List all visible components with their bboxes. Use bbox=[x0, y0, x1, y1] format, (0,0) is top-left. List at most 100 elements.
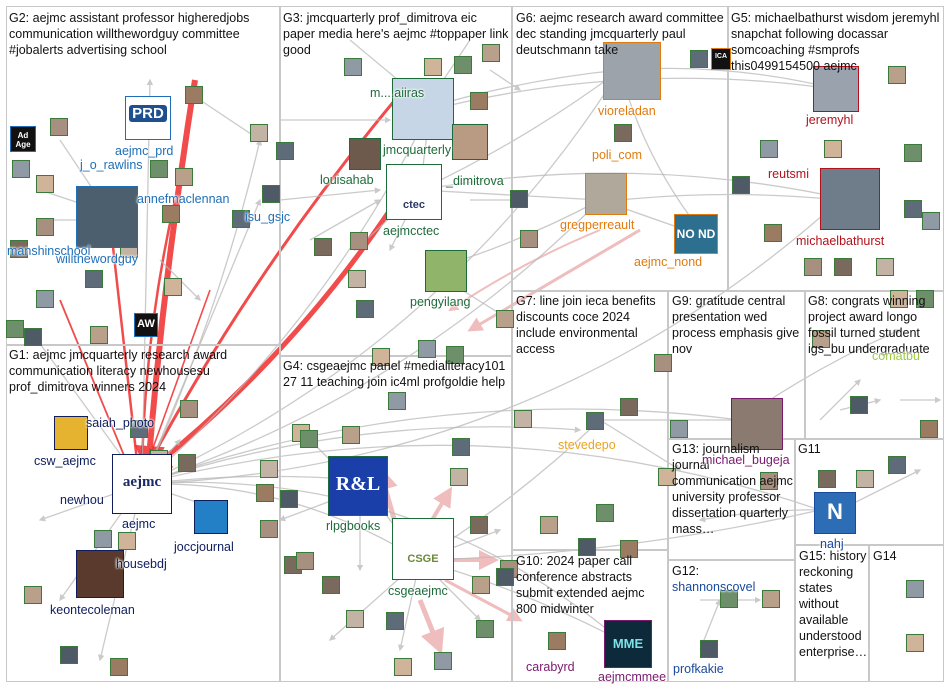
small-avatar-node[interactable] bbox=[434, 652, 452, 670]
small-avatar-node[interactable] bbox=[94, 530, 112, 548]
node-jmcquarterly[interactable] bbox=[392, 78, 454, 140]
node-gregperreault[interactable] bbox=[585, 173, 627, 215]
small-avatar-node[interactable] bbox=[824, 140, 842, 158]
small-avatar-node[interactable] bbox=[344, 58, 362, 76]
node-joccjournal[interactable] bbox=[194, 500, 228, 534]
small-avatar-node[interactable] bbox=[262, 185, 280, 203]
small-avatar-node[interactable] bbox=[658, 468, 676, 486]
small-avatar-node[interactable] bbox=[620, 540, 638, 558]
small-avatar-node[interactable] bbox=[720, 590, 738, 608]
small-avatar-node[interactable] bbox=[760, 472, 778, 490]
small-avatar-node[interactable] bbox=[856, 470, 874, 488]
small-avatar-node[interactable] bbox=[578, 538, 596, 556]
node-rlpgbooks[interactable]: R&L bbox=[328, 456, 388, 516]
node-vioreladan[interactable] bbox=[603, 42, 661, 100]
small-avatar-node[interactable] bbox=[818, 470, 836, 488]
small-avatar-node[interactable] bbox=[614, 124, 632, 142]
small-avatar-node[interactable] bbox=[85, 270, 103, 288]
node-nahj[interactable]: N bbox=[814, 492, 856, 534]
small-avatar-node[interactable] bbox=[482, 44, 500, 62]
node-pengyilang[interactable] bbox=[425, 250, 467, 292]
small-avatar-node[interactable] bbox=[314, 238, 332, 256]
small-avatar-node[interactable] bbox=[185, 86, 203, 104]
small-avatar-node[interactable] bbox=[90, 326, 108, 344]
small-avatar-node[interactable] bbox=[904, 144, 922, 162]
small-avatar-node[interactable] bbox=[834, 258, 852, 276]
node-jeremyhl[interactable] bbox=[813, 66, 859, 112]
small-avatar-node[interactable] bbox=[386, 612, 404, 630]
small-avatar-node[interactable] bbox=[876, 258, 894, 276]
small-avatar-node[interactable] bbox=[762, 590, 780, 608]
small-avatar-node[interactable] bbox=[596, 504, 614, 522]
small-avatar-node[interactable] bbox=[850, 396, 868, 414]
small-avatar-node[interactable] bbox=[322, 576, 340, 594]
node-louisahab[interactable] bbox=[349, 138, 381, 170]
small-avatar-node[interactable] bbox=[175, 168, 193, 186]
small-avatar-node[interactable] bbox=[888, 66, 906, 84]
small-avatar-node[interactable] bbox=[906, 634, 924, 652]
small-avatar-node[interactable] bbox=[280, 490, 298, 508]
small-avatar-node[interactable] bbox=[6, 320, 24, 338]
small-avatar-node[interactable] bbox=[496, 568, 514, 586]
small-avatar-node[interactable] bbox=[10, 240, 28, 258]
small-avatar-node[interactable] bbox=[732, 176, 750, 194]
small-avatar-node[interactable] bbox=[764, 224, 782, 242]
node-aejmc[interactable]: aejmc bbox=[112, 454, 172, 514]
small-avatar-node[interactable] bbox=[276, 142, 294, 160]
small-avatar-node[interactable] bbox=[12, 160, 30, 178]
node-aejmc-nond[interactable]: NO ND bbox=[674, 214, 718, 254]
small-avatar-node[interactable] bbox=[520, 230, 538, 248]
small-avatar-node[interactable] bbox=[760, 140, 778, 158]
node-willthewordguy[interactable] bbox=[76, 186, 138, 248]
small-avatar-node[interactable] bbox=[24, 328, 42, 346]
small-avatar-node[interactable] bbox=[260, 520, 278, 538]
small-avatar-node[interactable] bbox=[450, 468, 468, 486]
small-avatar-node[interactable] bbox=[446, 346, 464, 364]
small-avatar-node[interactable] bbox=[510, 190, 528, 208]
node-aejmc-prd[interactable]: PRD bbox=[125, 96, 171, 140]
small-avatar-node[interactable] bbox=[472, 576, 490, 594]
small-avatar-node[interactable] bbox=[922, 212, 940, 230]
small-avatar-node[interactable] bbox=[388, 392, 406, 410]
small-avatar-node[interactable] bbox=[496, 310, 514, 328]
small-avatar-node[interactable] bbox=[586, 412, 604, 430]
small-avatar-node[interactable] bbox=[250, 124, 268, 142]
small-avatar-node[interactable] bbox=[24, 586, 42, 604]
small-avatar-node[interactable] bbox=[36, 175, 54, 193]
small-avatar-node[interactable] bbox=[514, 410, 532, 428]
small-avatar-node[interactable] bbox=[232, 210, 250, 228]
small-avatar-node[interactable] bbox=[670, 420, 688, 438]
small-avatar-node[interactable] bbox=[454, 56, 472, 74]
node-aejmcctec[interactable]: ctec bbox=[386, 164, 442, 220]
small-avatar-node[interactable] bbox=[36, 218, 54, 236]
small-avatar-node[interactable] bbox=[256, 484, 274, 502]
small-avatar-node[interactable] bbox=[476, 620, 494, 638]
node-csw-aejmc[interactable] bbox=[54, 416, 88, 450]
small-avatar-node[interactable] bbox=[418, 340, 436, 358]
small-avatar-node[interactable] bbox=[372, 348, 390, 366]
small-avatar-node[interactable] bbox=[300, 430, 318, 448]
small-avatar-node[interactable] bbox=[110, 658, 128, 676]
node-adage[interactable]: Ad Age bbox=[10, 126, 36, 152]
small-avatar-node[interactable] bbox=[350, 232, 368, 250]
small-avatar-node[interactable] bbox=[36, 290, 54, 308]
small-avatar-node[interactable] bbox=[130, 420, 148, 438]
small-avatar-node[interactable] bbox=[162, 205, 180, 223]
small-avatar-node[interactable] bbox=[296, 552, 314, 570]
small-avatar-node[interactable] bbox=[916, 290, 934, 308]
node-ica[interactable]: ICA bbox=[711, 48, 731, 70]
small-avatar-node[interactable] bbox=[356, 300, 374, 318]
small-avatar-node[interactable] bbox=[60, 646, 78, 664]
small-avatar-node[interactable] bbox=[888, 456, 906, 474]
small-avatar-node[interactable] bbox=[548, 632, 566, 650]
small-avatar-node[interactable] bbox=[178, 454, 196, 472]
node-csgeaejmc[interactable]: CSGE bbox=[392, 518, 454, 580]
small-avatar-node[interactable] bbox=[804, 258, 822, 276]
small-avatar-node[interactable] bbox=[812, 330, 830, 348]
small-avatar-node[interactable] bbox=[470, 92, 488, 110]
small-avatar-node[interactable] bbox=[452, 438, 470, 456]
small-avatar-node[interactable] bbox=[904, 200, 922, 218]
small-avatar-node[interactable] bbox=[118, 532, 136, 550]
small-avatar-node[interactable] bbox=[348, 270, 366, 288]
node-keontecoleman[interactable] bbox=[76, 550, 124, 598]
